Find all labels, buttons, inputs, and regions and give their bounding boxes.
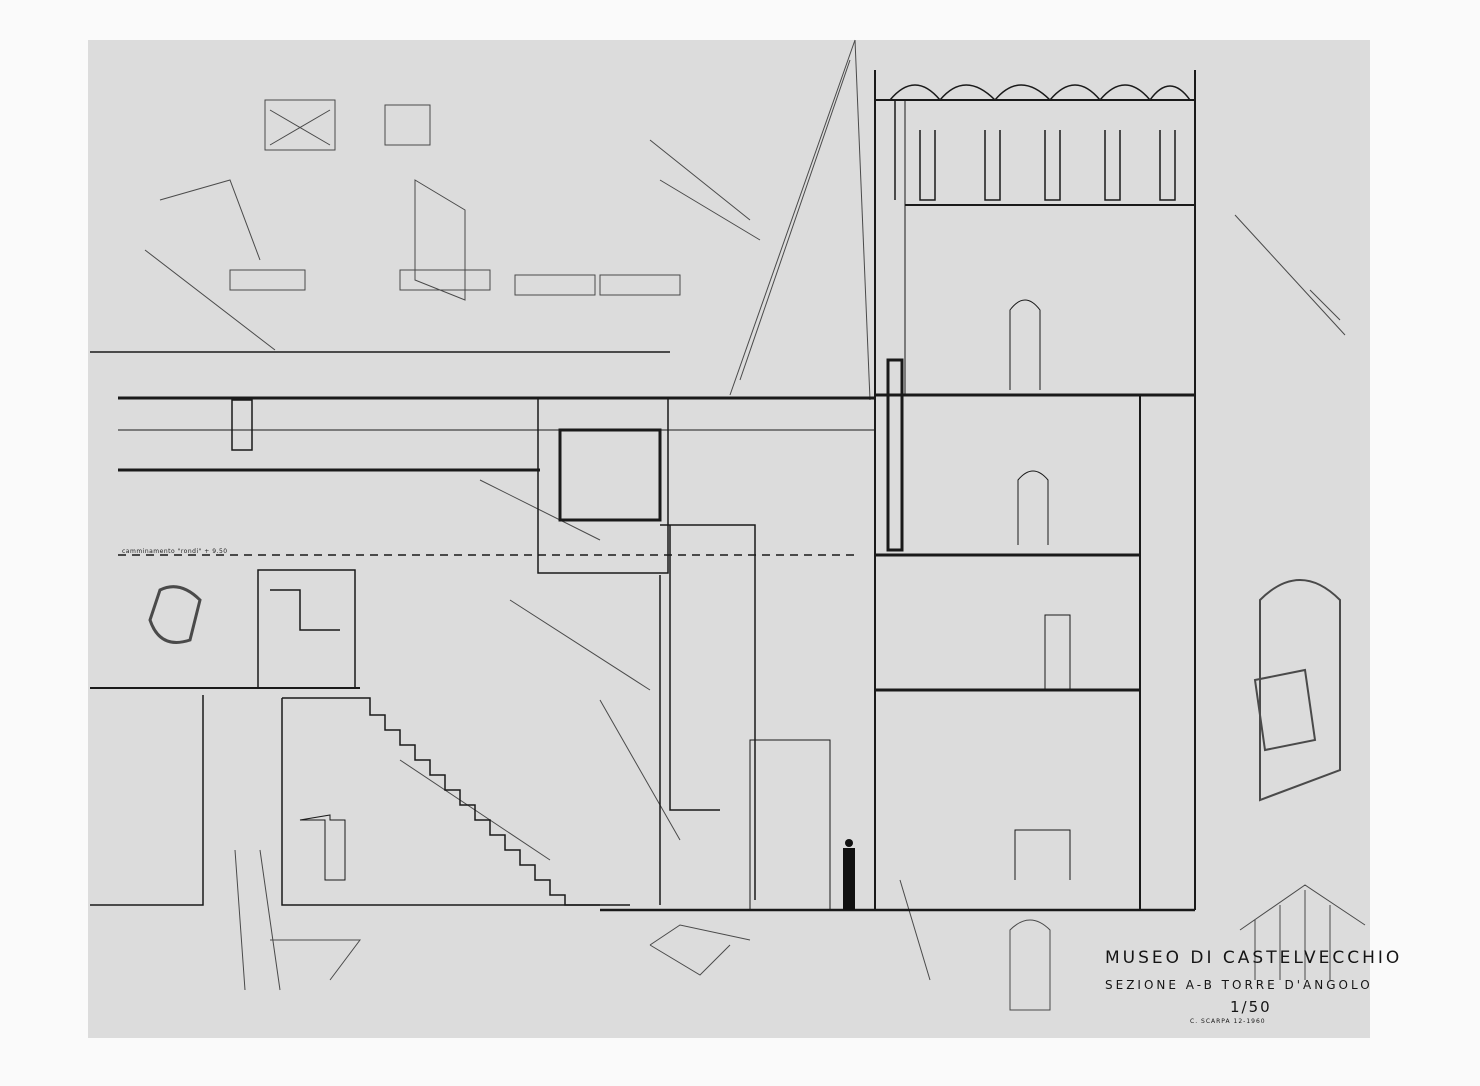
tower-section bbox=[600, 70, 1196, 912]
drawing-signature: C. SCARPA 12-1960 bbox=[1190, 1018, 1266, 1025]
drawing-scale: 1/50 bbox=[1230, 998, 1272, 1016]
level-annotation: camminamento "rondi" + 9.50 bbox=[122, 548, 228, 555]
drawing-subtitle: SEZIONE A-B TORRE D'ANGOLO bbox=[1105, 978, 1373, 992]
paper-sheet bbox=[88, 40, 1370, 1038]
pencil-sketches bbox=[144, 39, 1366, 1011]
human-figure bbox=[843, 839, 855, 910]
left-wing-section bbox=[90, 351, 875, 911]
drawing-title: MUSEO DI CASTELVECCHIO bbox=[1105, 948, 1403, 968]
battlements bbox=[889, 84, 1191, 201]
